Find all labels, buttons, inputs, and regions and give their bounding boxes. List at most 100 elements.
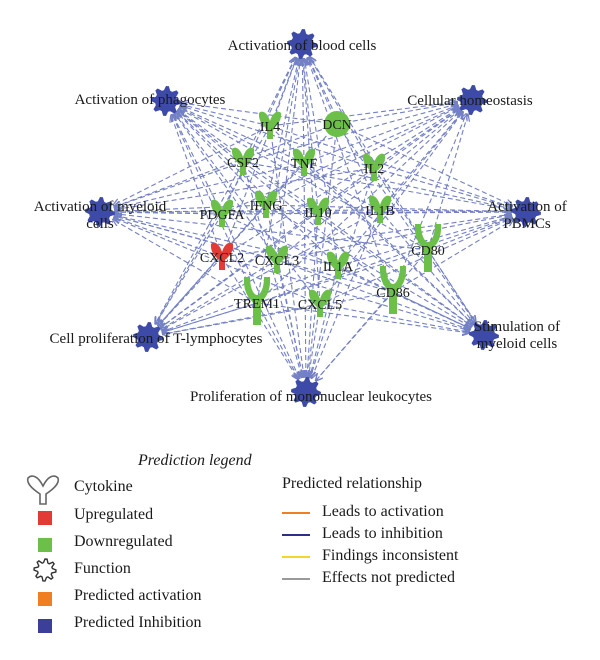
relationship-edge — [156, 213, 223, 324]
relationship-edge — [177, 111, 339, 267]
relationship-edge — [115, 214, 429, 251]
relationship-edge — [276, 59, 300, 261]
relationship-edge — [256, 110, 461, 304]
relationship-edge — [115, 204, 267, 211]
relationship-edge — [161, 259, 278, 329]
molecule-node-cytokine — [362, 153, 386, 181]
relationship-edge — [276, 259, 470, 330]
relationship-edge — [265, 59, 299, 206]
molecule-node-cytokine — [265, 245, 289, 273]
relationship-edge — [158, 204, 267, 326]
molecule-label: PDGFA — [200, 208, 246, 223]
relationship-edge — [114, 217, 223, 258]
relationship-edge — [161, 209, 381, 330]
relationship-edge — [155, 161, 244, 324]
relationship-edge — [242, 104, 458, 163]
relationship-edge — [269, 125, 512, 207]
relationship-edge — [379, 210, 511, 212]
relationship-edge — [337, 112, 463, 267]
relationship-edge — [276, 215, 511, 261]
function-gear-icon — [457, 85, 487, 115]
relationship-edge — [160, 167, 375, 328]
molecule-label: IFNG — [250, 199, 283, 214]
relationship-edge — [256, 302, 469, 333]
relationship-edge — [427, 249, 476, 323]
relationship-edge — [173, 114, 223, 215]
relationship-edge — [163, 291, 394, 334]
relationship-edge — [265, 107, 459, 206]
relationship-edge — [242, 161, 472, 326]
relationship-edge — [310, 167, 375, 378]
relationship-edge — [221, 108, 459, 258]
relationship-edge — [162, 265, 339, 332]
molecule-label: CD86 — [376, 286, 409, 301]
relationship-edge — [256, 59, 299, 304]
relationship-edge — [171, 115, 223, 258]
relationship-edge — [178, 111, 394, 293]
molecule-label: CSF2 — [227, 156, 259, 171]
relationship-edge — [114, 161, 244, 207]
relationship-edge — [392, 220, 513, 293]
molecule-label: CXCL3 — [255, 254, 299, 269]
relationship-edge — [158, 162, 305, 326]
molecule-label: IL1A — [323, 260, 354, 275]
relationship-edge — [162, 302, 258, 333]
molecule-label: CD80 — [411, 244, 444, 259]
molecule-label: DCN — [322, 118, 352, 133]
relationship-edge — [316, 249, 429, 381]
function-gear-icon — [287, 29, 317, 59]
relationship-edge — [115, 215, 339, 267]
relationship-edge — [242, 161, 302, 378]
relationship-edge — [308, 123, 338, 377]
molecule-label: IL10 — [304, 206, 331, 221]
relationship-edge — [336, 103, 457, 125]
molecule-label: IL1B — [365, 204, 395, 219]
relationship-edge — [303, 162, 511, 209]
function-gear-icon — [291, 377, 321, 407]
relationship-edge — [115, 210, 381, 212]
relationship-edge — [115, 216, 394, 293]
molecule-node-receptor — [414, 224, 442, 272]
relationship-edge — [317, 109, 460, 213]
function-label: Activation of phagocytes — [75, 92, 226, 108]
function-label: Proliferation of mononuclear leukocytes — [190, 389, 432, 405]
relationship-edge — [163, 303, 321, 334]
relationship-edge — [160, 211, 319, 328]
relationship-edge — [178, 110, 319, 213]
relationship-edge — [115, 162, 305, 209]
relationship-edge — [310, 265, 339, 378]
relationship-edge — [302, 59, 304, 164]
molecule-label: TNF — [291, 157, 318, 172]
relationship-edge — [310, 57, 429, 251]
relationship-edge — [373, 109, 460, 169]
molecule-node-circle — [324, 111, 350, 137]
molecule-node-cytokine — [368, 195, 392, 223]
relationship-edge — [392, 114, 466, 293]
molecule-label: IL4 — [260, 120, 280, 135]
function-gear-icon — [85, 197, 115, 227]
function-gear-icon — [133, 322, 163, 352]
function-gear-icon — [511, 197, 541, 227]
relationship-edge — [178, 110, 244, 163]
molecule-label: CXCL2 — [200, 251, 244, 266]
relationship-edge — [269, 125, 473, 325]
relationship-edge — [113, 220, 258, 304]
relationship-edge — [113, 125, 271, 205]
relationship-edge — [312, 209, 381, 378]
relationship-edge — [276, 259, 303, 377]
function-label: Cell proliferation of T-lymphocytes — [50, 331, 263, 347]
molecule-node-cytokine — [326, 251, 350, 279]
relationship-edge — [336, 123, 512, 206]
function-label: Activation of blood cells — [228, 38, 377, 54]
relationship-edge — [179, 108, 381, 211]
relationship-edge — [319, 303, 469, 332]
function-gear-icon — [469, 320, 499, 350]
function-gear-icon — [151, 86, 181, 116]
relationship-edge — [221, 58, 296, 215]
relationship-edge — [256, 302, 299, 379]
relationship-edge — [304, 59, 339, 267]
